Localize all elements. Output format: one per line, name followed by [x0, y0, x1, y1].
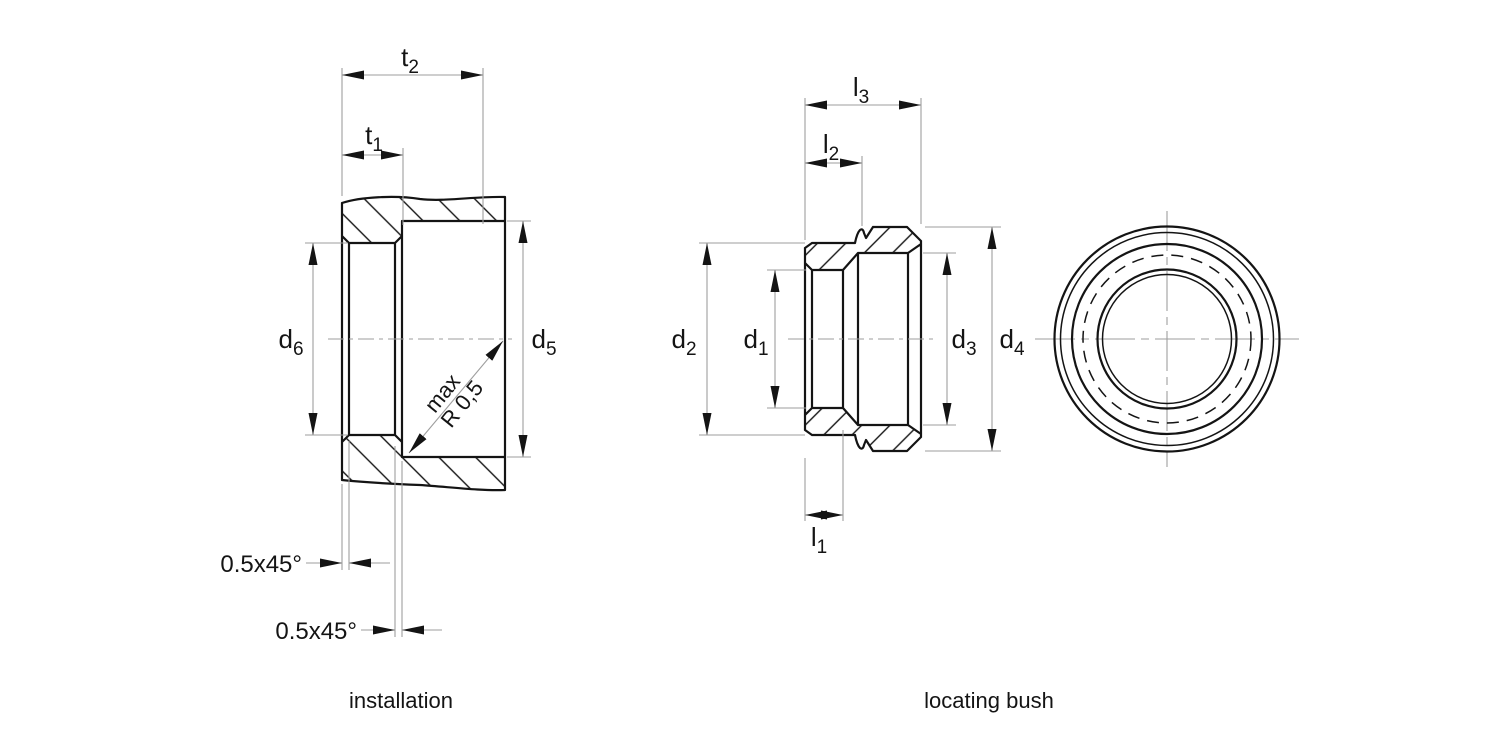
label-d4: d4 [999, 324, 1024, 360]
label-l2: l2 [823, 129, 839, 165]
bush-hatch-top [805, 227, 921, 270]
label-d1: d1 [743, 324, 768, 360]
front-circle-flange-od [1053, 225, 1281, 453]
label-l1: l1 [811, 522, 827, 558]
label-chamfer-bottom: 0.5x45° [275, 618, 357, 645]
label-l3: l3 [853, 72, 869, 108]
label-chamfer-top: 0.5x45° [220, 551, 302, 578]
front-view-crosshair [1035, 211, 1299, 467]
bush-extension-lines [699, 98, 1001, 521]
radius-note-text: max R 0,5 [419, 369, 488, 432]
installation-hatch-bottom [342, 435, 505, 491]
front-circle-bore [1096, 268, 1238, 410]
front-circle-flange-chamfer [1059, 231, 1275, 447]
front-circle-bore-chamfer [1101, 273, 1233, 405]
label-t1: t1 [365, 120, 383, 156]
label-d3: d3 [951, 324, 976, 360]
locating-bush-front-view [1035, 211, 1299, 467]
caption-installation: installation [349, 688, 453, 713]
label-d6: d6 [278, 324, 303, 360]
label-d5: d5 [531, 324, 556, 360]
radius-note-arrow [408, 340, 504, 454]
installation-view: t2 t1 d6 d5 0.5x45° 0.5x45° max R 0,5 [220, 42, 556, 645]
front-circle-hidden-bore [1082, 254, 1252, 424]
bush-hatch-bottom [805, 408, 921, 451]
bush-outline [803, 225, 923, 453]
label-d2: d2 [671, 324, 696, 360]
locating-bush-section-view: l3 l2 l1 d2 d1 d3 d4 [671, 72, 1024, 558]
front-circle-pilot-od [1070, 242, 1264, 436]
label-t2: t2 [401, 42, 419, 78]
installation-extension-lines [305, 68, 531, 637]
caption-locating-bush: locating bush [924, 688, 1054, 713]
